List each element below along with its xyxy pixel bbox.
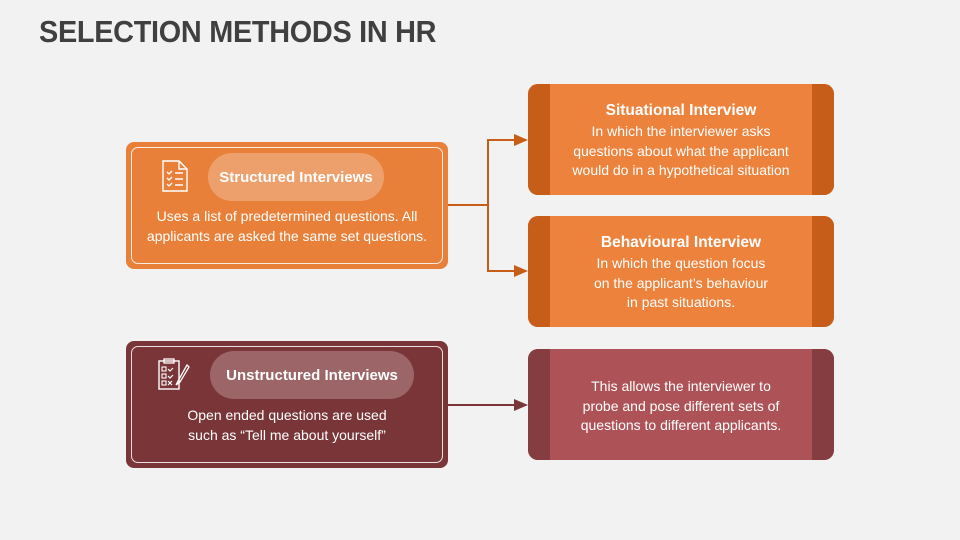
card-border	[131, 346, 443, 463]
unstructured-interviews-card: Unstructured Interviews Open ended quest…	[126, 341, 448, 468]
card-text-line: questions to different applicants.	[580, 417, 782, 433]
structured-interviews-card: Structured Interviews Uses a list of pre…	[126, 142, 448, 269]
page-title: SELECTION METHODS IN HR	[39, 14, 437, 49]
unstructured-interviews-label: Unstructured Interviews	[210, 351, 414, 399]
card-band-right	[812, 84, 834, 195]
clipboard-checklist-pencil-icon	[158, 358, 190, 390]
structured-interviews-label: Structured Interviews	[208, 153, 384, 201]
card-border	[131, 147, 443, 264]
description-line: Open ended questions are used	[187, 407, 387, 423]
card-text-line: questions about what the applicant	[573, 142, 789, 159]
card-text-line: on the applicant’s behaviour	[593, 274, 769, 291]
description-line: Uses a list of predetermined questions. …	[156, 208, 418, 224]
card-band-left	[528, 349, 550, 460]
unstructured-detail-card: This allows the interviewer to probe and…	[528, 349, 834, 460]
card-band-right	[812, 349, 834, 460]
situational-interview-title: Situational Interview	[605, 102, 757, 119]
card-text-line: in past situations.	[626, 294, 736, 310]
card-band-left	[528, 216, 550, 327]
card-text-line: would do in a hypothetical situation	[572, 162, 790, 178]
card-text-line: In which the interviewer asks	[591, 123, 771, 139]
card-text-line: In which the question focus	[596, 255, 766, 271]
card-band-left	[528, 84, 550, 195]
behavioural-interview-title: Behavioural Interview	[600, 234, 762, 251]
description-line: applicants are asked the same set questi…	[146, 228, 428, 244]
situational-interview-card: Situational Interview In which the inter…	[528, 84, 834, 195]
card-text-line: probe and pose different sets of	[582, 397, 780, 414]
description-line: such as “Tell me about yourself”	[188, 427, 386, 443]
structured-description: Uses a list of predetermined questions. …	[126, 206, 448, 246]
checklist-document-icon	[162, 160, 188, 192]
unstructured-description: Open ended questions are used such as “T…	[126, 405, 448, 445]
card-band-right	[812, 216, 834, 327]
card-text-line: This allows the interviewer to	[591, 378, 771, 394]
behavioural-interview-card: Behavioural Interview In which the quest…	[528, 216, 834, 327]
